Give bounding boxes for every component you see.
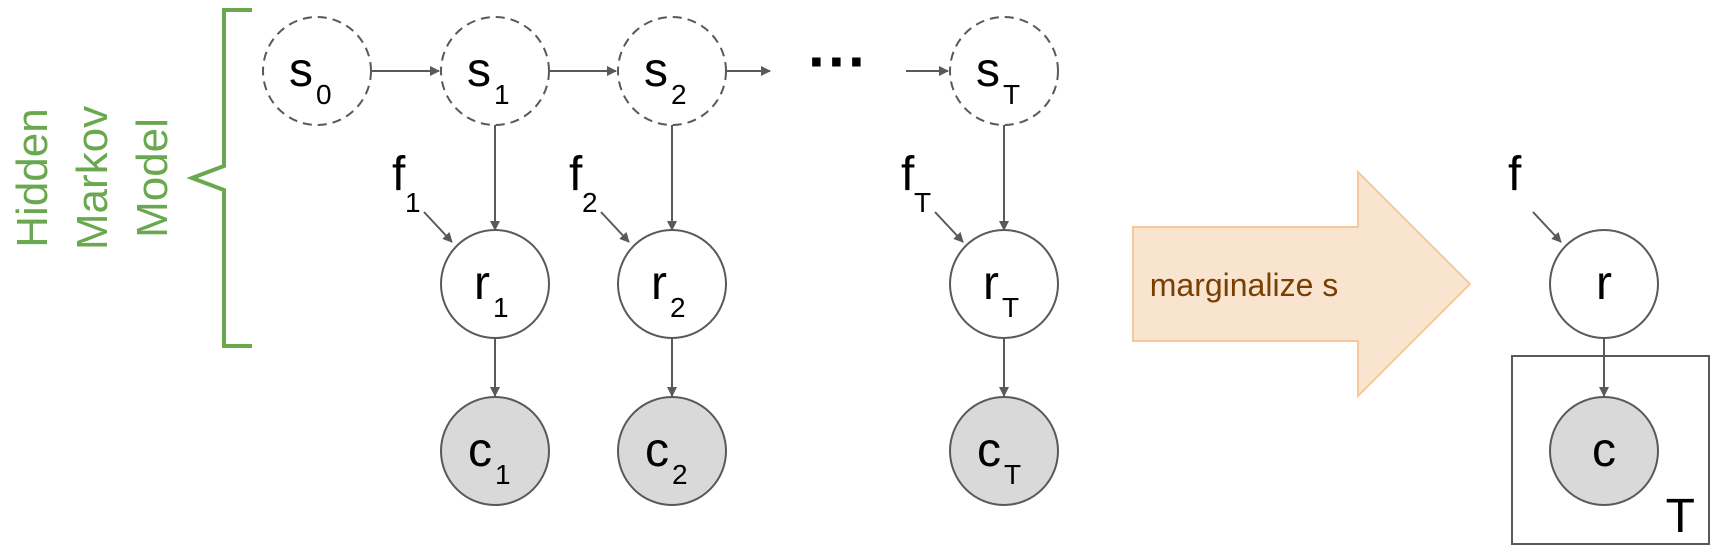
state-s1-subscript: 1 — [494, 79, 510, 110]
feature-f2-subscript: 2 — [582, 187, 598, 218]
observation-node-c2: c 2 — [617, 396, 727, 506]
observation-c2-subscript: 2 — [672, 459, 688, 490]
marginalize-arrow-shape — [1132, 169, 1472, 399]
state-s2-subscript: 2 — [671, 79, 687, 110]
response-r1-subscript: 1 — [493, 292, 509, 323]
observation-cT-subscript: T — [1004, 459, 1021, 490]
feature-fT: f T — [901, 148, 931, 218]
hmm-label-line-2: Markov — [68, 106, 117, 250]
state-sT-subscript: T — [1003, 79, 1020, 110]
collapsed-response-node-r: r — [1549, 229, 1659, 339]
feature-fT-subscript: T — [914, 187, 931, 218]
feature-fT-label: f — [901, 148, 915, 201]
plate-T-label: T — [1666, 490, 1695, 543]
state-node-s1: s 1 — [440, 16, 550, 126]
observation-node-cT: c T — [949, 396, 1059, 506]
hmm-label: Hidden Markov Model — [8, 106, 177, 250]
state-sT-label: s — [976, 44, 1000, 97]
collapsed-feature-label: f — [1508, 148, 1522, 201]
state-s0-label: s — [289, 44, 313, 97]
state-s2-label: s — [644, 44, 668, 97]
response-r1-label: r — [474, 257, 490, 310]
feature-f1-subscript: 1 — [405, 187, 421, 218]
marginalize-arrow: marginalize s — [1132, 169, 1472, 399]
edge-f-r — [1532, 211, 1562, 243]
response-node-r1: r 1 — [440, 229, 550, 339]
response-r2-label: r — [651, 257, 667, 310]
feature-f1-label: f — [392, 148, 406, 201]
edge-f1-r1 — [423, 211, 453, 243]
observation-cT-label: c — [977, 424, 1001, 477]
state-s0-subscript: 0 — [316, 79, 332, 110]
edge-fT-rT — [934, 211, 964, 243]
collapsed-response-label: r — [1596, 257, 1612, 310]
feature-f2: f 2 — [569, 148, 598, 218]
plate-T — [1511, 355, 1710, 545]
edge-f2-r2 — [600, 211, 630, 243]
observation-c2-label: c — [645, 424, 669, 477]
hmm-label-line-3: Model — [128, 118, 177, 238]
collapsed-observation-label: c — [1592, 424, 1616, 477]
response-rT-subscript: T — [1002, 292, 1019, 323]
observation-c1-label: c — [468, 424, 492, 477]
ellipsis: ··· — [808, 28, 868, 95]
feature-f2-label: f — [569, 148, 583, 201]
response-r2-subscript: 2 — [670, 292, 686, 323]
hmm-label-line-1: Hidden — [8, 108, 57, 247]
feature-f1: f 1 — [392, 148, 421, 218]
state-s1-label: s — [467, 44, 491, 97]
response-node-rT: r T — [949, 229, 1059, 339]
observation-node-c1: c 1 — [440, 396, 550, 506]
collapsed-observation-node-c: c — [1549, 396, 1659, 506]
response-rT-label: r — [983, 257, 999, 310]
state-node-s0: s 0 — [262, 16, 372, 126]
response-node-r2: r 2 — [617, 229, 727, 339]
state-node-sT: s T — [949, 16, 1059, 126]
hmm-brace — [186, 8, 252, 348]
marginalize-arrow-label: marginalize s — [1150, 267, 1339, 303]
observation-c1-subscript: 1 — [495, 459, 511, 490]
state-node-s2: s 2 — [617, 16, 727, 126]
